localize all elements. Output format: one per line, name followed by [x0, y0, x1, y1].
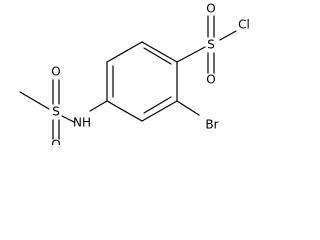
molecule-svg: S O O Cl Br NH S O O	[19, 2, 250, 146]
ring-bond-c3-c4	[141, 100, 178, 122]
bond-nh-to-s-left	[61, 115, 75, 123]
atom-oxygen-right-bottom: O	[206, 73, 215, 87]
ring-bond-c4-c5	[106, 100, 143, 122]
atom-oxygen-right-top: O	[206, 2, 215, 16]
bond-s-right-cl	[219, 30, 237, 41]
sulfonyl-chloride-group	[176, 15, 237, 74]
ring-double-bond-1	[143, 47, 172, 65]
atom-chlorine: Cl	[238, 18, 250, 32]
ring-double-bond-2	[143, 96, 172, 114]
bond-ring-to-s-right	[176, 46, 206, 63]
bond-s-left-methyl	[19, 91, 50, 110]
methanesulfonamide-group	[19, 79, 108, 140]
bond-ring-to-nh	[89, 100, 108, 112]
atom-amine: NH	[73, 116, 91, 130]
atom-sulfur-left: S	[52, 105, 60, 119]
atom-oxygen-left-bottom: O	[51, 138, 60, 146]
bond-ring-to-br	[176, 100, 200, 116]
ring-bond-c1-c2	[141, 41, 178, 63]
atom-sulfur-right: S	[207, 38, 215, 52]
ring-bond-c6-c1	[106, 41, 143, 63]
atom-oxygen-left-top: O	[51, 65, 60, 79]
structure-diagram: S O O Cl Br NH S O O	[0, 0, 256, 145]
atom-bromine: Br	[205, 118, 218, 132]
benzene-ring	[106, 41, 178, 122]
